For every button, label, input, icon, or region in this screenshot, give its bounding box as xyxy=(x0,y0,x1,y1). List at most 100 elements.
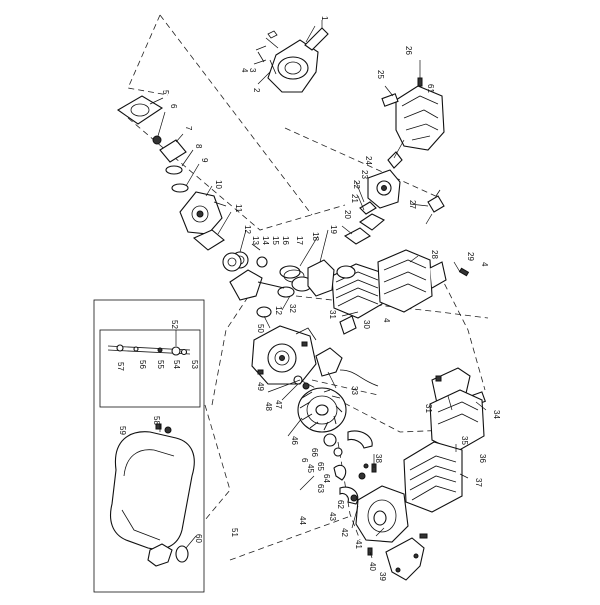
callout-11: 11 xyxy=(234,204,243,213)
callout-65: 65 xyxy=(316,462,325,471)
callout-59: 59 xyxy=(118,426,127,435)
callout-5: 5 xyxy=(161,90,170,95)
callout-36: 36 xyxy=(478,454,487,463)
leader-lines xyxy=(149,25,487,559)
fuel-line-assembly xyxy=(107,344,191,356)
callout-55: 55 xyxy=(156,360,165,369)
callout-62: 62 xyxy=(336,500,345,509)
callout-47: 47 xyxy=(274,400,283,409)
callout-31-bracket: 31 xyxy=(424,404,433,413)
callout-44: 44 xyxy=(298,516,307,525)
callout-52: 52 xyxy=(170,320,179,329)
muffler-shield xyxy=(403,441,463,513)
callout-40: 40 xyxy=(368,562,377,571)
callout-43: 43 xyxy=(328,512,337,521)
fuel-tank-inset-box xyxy=(93,299,205,593)
cylinder xyxy=(331,263,383,319)
callout-66: 66 xyxy=(310,448,319,457)
callout-34: 34 xyxy=(492,410,501,419)
nut-washer-47-48 xyxy=(293,375,310,390)
engine-crankcase xyxy=(251,325,317,385)
gasket-5 xyxy=(116,95,164,125)
callout-61: 61 xyxy=(426,84,435,93)
callout-42: 42 xyxy=(340,528,349,537)
recoil-starter xyxy=(267,20,329,93)
callout-48: 48 xyxy=(264,402,273,411)
callout-25: 25 xyxy=(376,70,385,79)
fuel-tank xyxy=(109,423,195,550)
callout-28: 28 xyxy=(430,250,439,259)
callout-12: 12 xyxy=(243,225,252,234)
callout-19: 19 xyxy=(329,225,338,234)
mount-bracket xyxy=(385,537,425,581)
callout-3: 3 xyxy=(248,68,257,73)
callout-60: 60 xyxy=(194,534,203,543)
fuel-line-inset-box xyxy=(99,329,201,408)
callout-9: 9 xyxy=(200,158,209,163)
callout-6: 6 xyxy=(169,104,178,109)
callout-50: 50 xyxy=(256,324,265,333)
callout-30: 30 xyxy=(362,320,371,329)
clutch-housing xyxy=(350,485,409,543)
crankshaft xyxy=(229,243,285,301)
callout-49: 49 xyxy=(256,382,265,391)
spark-plug xyxy=(425,189,445,225)
callout-4: 4 xyxy=(240,68,249,73)
callout-23: 23 xyxy=(360,170,369,179)
callout-63: 63 xyxy=(316,484,325,493)
callout-57: 57 xyxy=(116,362,125,371)
intake-parts-6-9 xyxy=(152,135,189,193)
callout-6-flywheel: 6 xyxy=(300,458,309,463)
callout-2: 2 xyxy=(252,88,261,93)
muffler-body xyxy=(429,389,485,453)
callout-64: 64 xyxy=(322,474,331,483)
callout-18: 18 xyxy=(311,232,320,241)
callout-16: 16 xyxy=(281,236,290,245)
callout-32: 32 xyxy=(288,304,297,313)
fuel-cap xyxy=(147,543,189,567)
callout-31: 31 xyxy=(328,310,337,319)
callout-54: 54 xyxy=(172,360,181,369)
crankcase-half xyxy=(179,191,227,235)
callout-1: 1 xyxy=(320,16,329,21)
callout-26: 26 xyxy=(404,46,413,55)
callout-37: 37 xyxy=(474,478,483,487)
callout-8: 8 xyxy=(194,144,203,149)
callout-29: 29 xyxy=(466,252,475,261)
callout-4-cylinder: 4 xyxy=(382,318,391,323)
callout-17: 17 xyxy=(295,236,304,245)
carburetor xyxy=(367,139,405,209)
clutch-parts xyxy=(323,430,373,505)
bearing-seal-11-12 xyxy=(192,229,242,272)
flywheel xyxy=(297,387,347,433)
callout-15: 15 xyxy=(271,236,280,245)
callout-22: 22 xyxy=(352,180,361,189)
callout-12-seal: 12 xyxy=(274,306,283,315)
callout-4-cover: 4 xyxy=(480,262,489,267)
callout-21: 21 xyxy=(350,194,359,203)
callout-13: 13 xyxy=(251,236,260,245)
callout-56: 56 xyxy=(138,360,147,369)
callout-35: 35 xyxy=(460,436,469,445)
callout-20: 20 xyxy=(343,210,352,219)
callout-41: 41 xyxy=(354,540,363,549)
callout-39: 39 xyxy=(378,572,387,581)
callout-53: 53 xyxy=(190,360,199,369)
starter-pawl-parts xyxy=(257,30,279,75)
callout-45: 45 xyxy=(306,464,315,473)
clip-31 xyxy=(339,315,357,335)
seal-50 xyxy=(256,306,272,318)
callout-51: 51 xyxy=(230,528,239,537)
callout-10: 10 xyxy=(214,180,223,189)
callout-46: 46 xyxy=(290,436,299,445)
callout-38: 38 xyxy=(374,454,383,463)
callout-27: 27 xyxy=(408,200,417,209)
callout-labels: 1 2 3 4 5 6 7 8 9 10 11 12 13 14 15 16 1… xyxy=(116,16,501,581)
screws-40-41 xyxy=(367,533,428,556)
air-filter-housing xyxy=(381,60,445,151)
callout-14: 14 xyxy=(261,236,270,245)
callout-7: 7 xyxy=(184,126,193,131)
carburetor-gaskets xyxy=(343,201,385,245)
